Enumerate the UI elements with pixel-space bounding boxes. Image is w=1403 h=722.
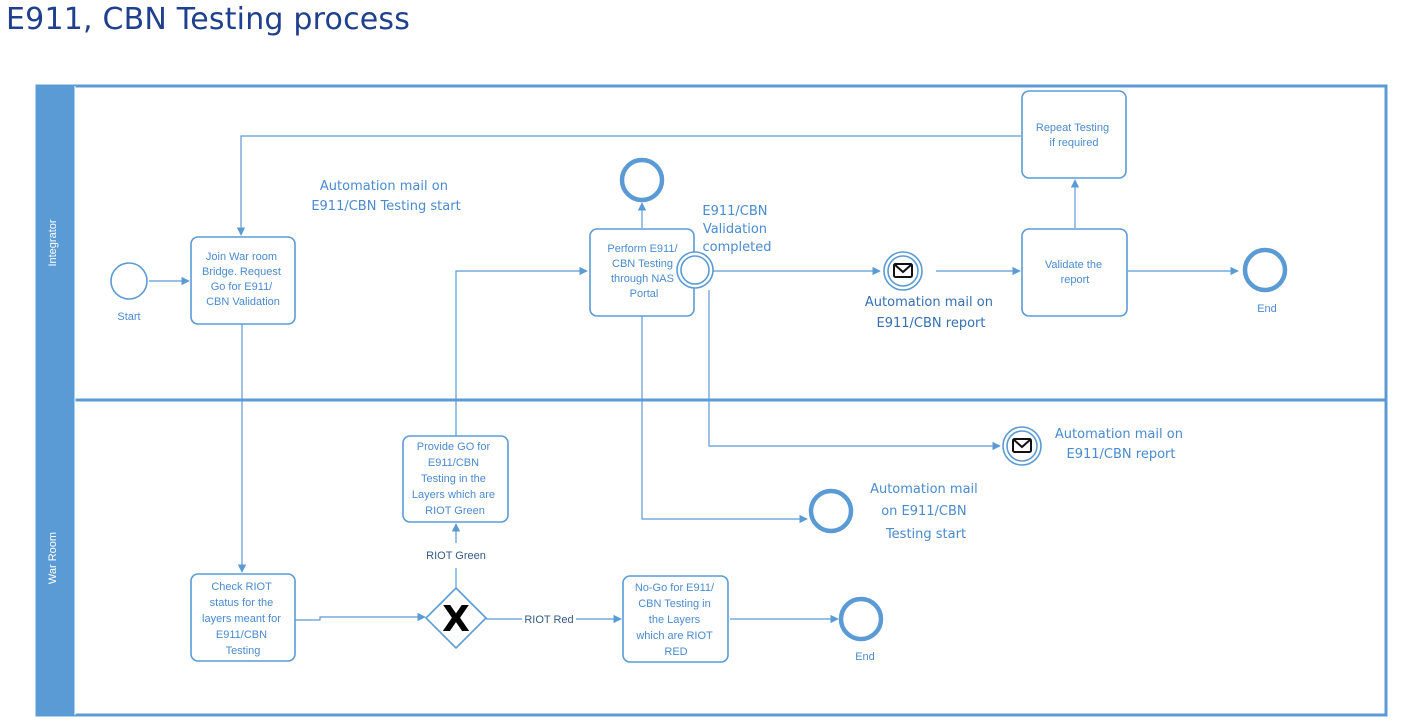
flow-repeat-to-join (236, 135, 1021, 236)
task-join-war-room: Join War room Bridge. Request Go for E91… (190, 236, 296, 325)
svg-text:No-Go for E911/ CBN Test: No-Go for E911/ CBN Testing in the Layer… (635, 582, 717, 658)
svg-text:Perform E911/ CBN Testin: Perform E911/ CBN Testing through NAS Po… (607, 243, 680, 300)
svg-text:Validate the report: Validate the report (1045, 259, 1105, 286)
sequence-flows (149, 135, 1239, 624)
svg-text:Check RIOT status for th: Check RIOT status for the layers meant f… (202, 581, 284, 657)
end-event-testing-start (619, 157, 665, 203)
envelope-icon (1012, 438, 1032, 453)
exclusive-gateway: X (424, 586, 488, 650)
end-event-testing-start-bottom (808, 488, 854, 534)
annotation-validation-completed: E911/CBN Validation completed (702, 204, 771, 255)
boundary-event-validation-completed (676, 251, 714, 289)
gateway-x-symbol: X (442, 599, 470, 640)
end-label-war-room: End (855, 651, 875, 663)
annotation-mail-testing-start-bottom: Automation mail on E911/CBN Testing star… (870, 482, 982, 542)
annotation-mail-report-top: Automation mail on E911/CBN report (865, 295, 997, 331)
annotation-mail-report-bottom: Automation mail on E911/CBN report (1055, 427, 1187, 462)
lane-label-integrator: Integrator (47, 219, 59, 266)
task-check-riot: Check RIOT status for the layers meant f… (190, 573, 296, 662)
task-repeat-testing: Repeat Testing if required (1021, 90, 1127, 179)
end-label-integrator: End (1257, 303, 1277, 315)
flow-validation-to-mail-bottom (708, 290, 1001, 451)
svg-text:Repeat Testing if requir: Repeat Testing if required (1036, 122, 1112, 149)
edge-label-riot-green: RIOT Green (426, 550, 486, 562)
svg-text:Provide GO for E911/CBN: Provide GO for E911/CBN Testing in the L… (412, 441, 498, 517)
start-event (110, 262, 148, 300)
task-no-go: No-Go for E911/ CBN Testing in the Layer… (622, 575, 729, 663)
message-event-report-top (883, 251, 923, 291)
end-event-war-room (838, 596, 884, 642)
envelope-icon (893, 263, 913, 278)
svg-text:Join War room Bridge. Re: Join War room Bridge. Request Go for E91… (202, 251, 284, 308)
annotation-mail-testing-start-top: Automation mail on E911/CBN Testing star… (311, 179, 460, 214)
flow-provide-go-to-perform (455, 266, 588, 436)
flow-check-to-gateway (295, 612, 426, 622)
end-event-integrator (1242, 247, 1288, 293)
task-provide-go: Provide GO for E911/CBN Testing in the L… (402, 435, 509, 523)
page-title: E911, CBN Testing process (6, 2, 411, 37)
start-label: Start (117, 311, 140, 323)
flow-perform-to-mail-start (641, 316, 808, 524)
lane-label-war-room: War Room (47, 532, 59, 584)
task-validate-report: Validate the report (1021, 228, 1128, 317)
task-perform-testing: Perform E911/ CBN Testing through NAS Po… (589, 228, 695, 317)
edge-label-riot-red: RIOT Red (524, 614, 573, 626)
message-event-report-bottom (1002, 426, 1042, 466)
